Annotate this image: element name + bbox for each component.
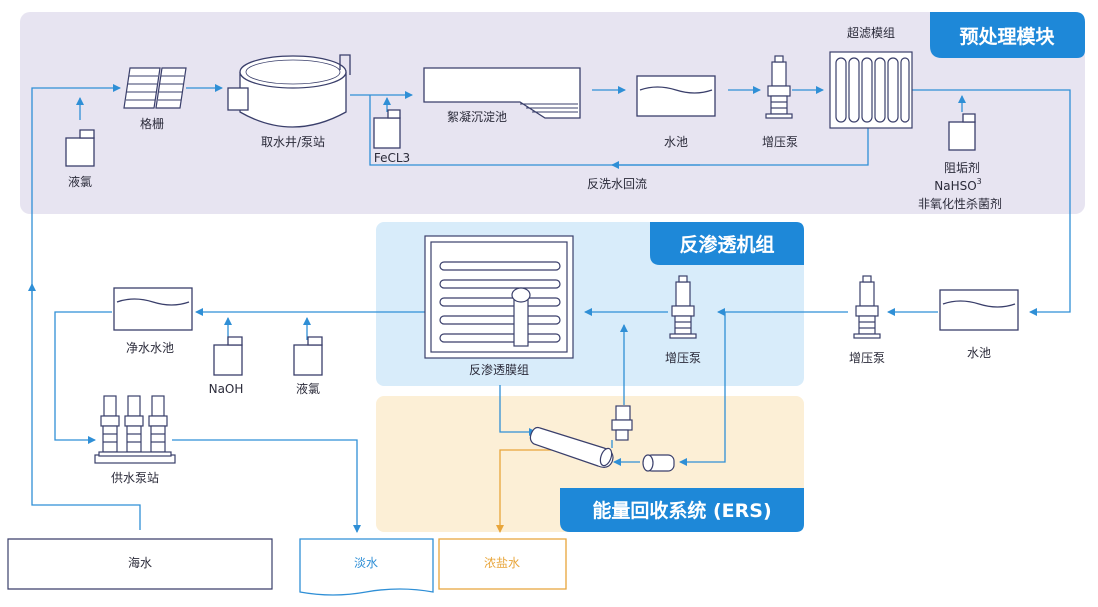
freshwater-box bbox=[299, 538, 434, 596]
booster-1-label: 增压泵 bbox=[762, 135, 798, 149]
grille-label: 格栅 bbox=[140, 116, 164, 131]
booster-pump-1 bbox=[765, 55, 793, 119]
backwash-label: 反洗水回流 bbox=[587, 177, 647, 191]
flow-lines bbox=[28, 84, 1071, 533]
chemical-dosing-tank bbox=[948, 113, 976, 151]
chem-2-subscript: 3 bbox=[977, 177, 982, 186]
booster-2-label: 增压泵 bbox=[665, 351, 701, 365]
supply-station-label: 供水泵站 bbox=[111, 471, 159, 485]
brine-label: 浓盐水 bbox=[484, 556, 520, 570]
chem-2-label: NaHSO3 bbox=[934, 177, 982, 193]
pool-2-equipment bbox=[939, 289, 1019, 331]
ers-booster-pump bbox=[611, 405, 633, 441]
chem-2-main: NaHSO bbox=[934, 179, 976, 193]
pretreatment-title: 预处理模块 bbox=[959, 25, 1055, 48]
chem-1-label: 阻垢剂 bbox=[944, 160, 980, 175]
pretreatment-title-tab: 预处理模块 bbox=[930, 12, 1085, 58]
pool-1-label: 水池 bbox=[664, 135, 688, 149]
fecl3-tank bbox=[373, 109, 401, 149]
supply-pump-station bbox=[94, 395, 176, 464]
clean-pool-label: 净水水池 bbox=[126, 341, 174, 355]
ro-membrane-rack bbox=[424, 235, 574, 359]
uf-module-equipment bbox=[829, 51, 913, 129]
brine-box bbox=[438, 538, 567, 590]
intake-well-equipment bbox=[227, 54, 351, 128]
ers-turbo-unit bbox=[642, 454, 675, 472]
naoh-label: NaOH bbox=[209, 382, 244, 396]
ers-title-tab: 能量回收系统 (ERS) bbox=[560, 488, 804, 532]
brine-line bbox=[496, 449, 560, 533]
grille-equipment bbox=[123, 67, 187, 109]
ro-title: 反渗透机组 bbox=[679, 233, 774, 256]
freshwater-label: 淡水 bbox=[354, 556, 378, 570]
uf-label: 超滤模组 bbox=[847, 25, 895, 40]
coagulation-tank-equipment bbox=[423, 67, 581, 119]
chlorine-tank-1 bbox=[65, 129, 95, 167]
booster-pump-3 bbox=[853, 275, 881, 339]
ro-membrane-label: 反渗透膜组 bbox=[469, 362, 529, 377]
pressure-exchanger bbox=[529, 426, 614, 468]
chlorine-tank-2 bbox=[293, 336, 323, 376]
intake-label: 取水井/泵站 bbox=[261, 135, 325, 149]
chlorine-2-label: 液氯 bbox=[296, 381, 320, 396]
naoh-tank bbox=[213, 336, 243, 376]
chlorine-1-label: 液氯 bbox=[68, 174, 92, 189]
pool-2-label: 水池 bbox=[967, 346, 991, 360]
chem-3-label: 非氧化性杀菌剂 bbox=[918, 196, 1002, 211]
pool-1-equipment bbox=[636, 75, 716, 117]
booster-3-label: 增压泵 bbox=[849, 351, 885, 365]
seawater-box bbox=[7, 538, 273, 590]
seawater-label: 海水 bbox=[128, 555, 152, 570]
ro-title-tab: 反渗透机组 bbox=[650, 222, 804, 265]
fecl3-label: FeCL3 bbox=[374, 151, 410, 165]
clean-water-pool bbox=[113, 287, 193, 331]
coag-label: 絮凝沉淀池 bbox=[447, 109, 507, 124]
ers-title: 能量回收系统 (ERS) bbox=[592, 499, 771, 522]
booster-pump-2 bbox=[669, 275, 697, 339]
